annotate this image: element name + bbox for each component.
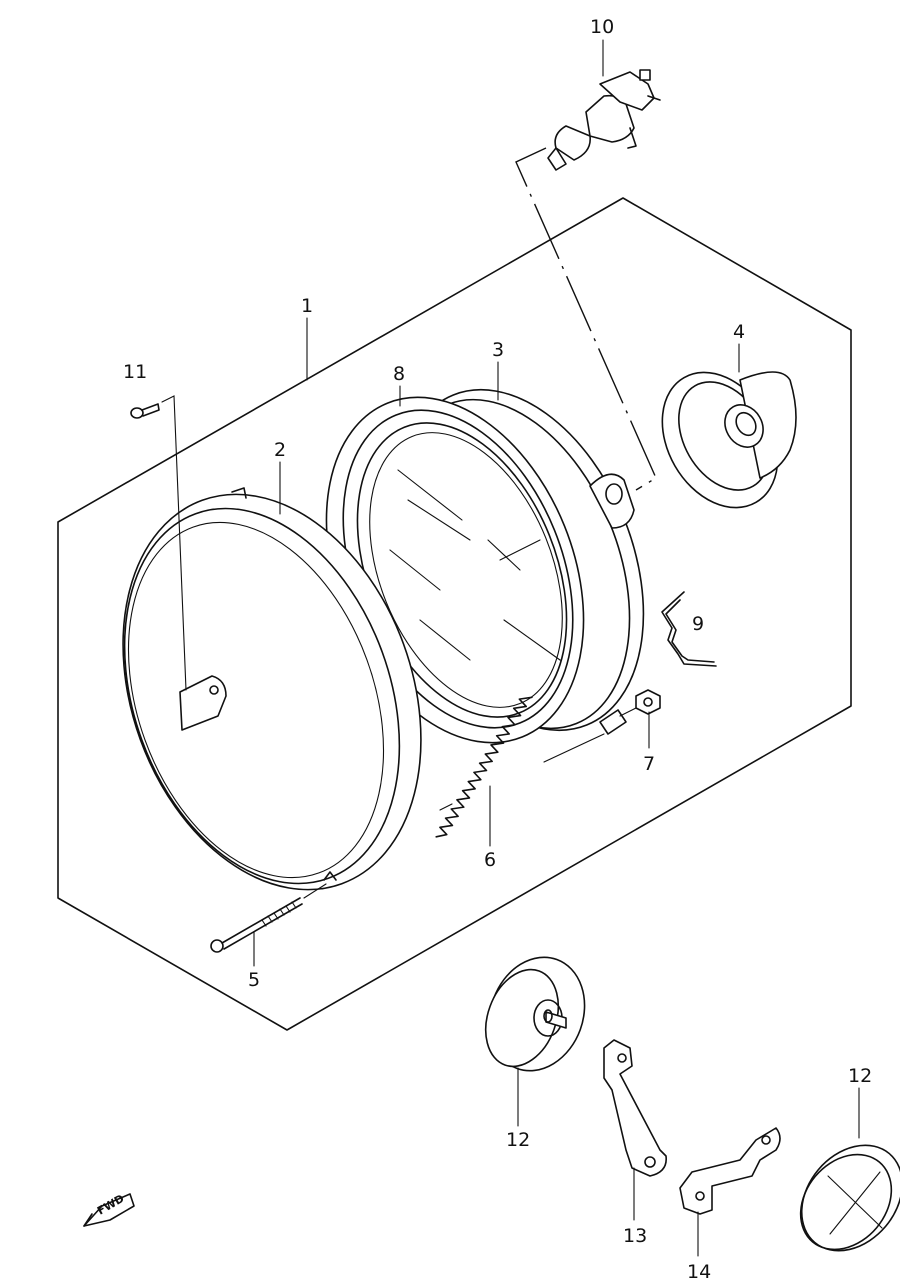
callout-8: 8 [393, 363, 405, 385]
spring-clip [661, 591, 717, 667]
screw-small [130, 395, 187, 691]
adjust-nut [619, 689, 661, 717]
adjust-bolt [210, 883, 327, 953]
callout-13: 13 [623, 1225, 647, 1247]
socket-cover [661, 371, 797, 509]
callout-3: 3 [492, 339, 504, 361]
callout-12-left: 12 [506, 1129, 530, 1151]
callout-5: 5 [248, 969, 260, 991]
forward-direction-arrow: FWD [83, 1192, 135, 1227]
callout-7: 7 [643, 753, 655, 775]
callout-12-right: 12 [848, 1065, 872, 1087]
leader-bulb [515, 147, 657, 491]
callout-10: 10 [590, 16, 614, 38]
bulb [547, 69, 661, 171]
headlamp-rim [122, 487, 422, 891]
callout-9: 9 [692, 613, 704, 635]
horn-left [484, 956, 586, 1072]
horn-bracket-13 [603, 1039, 667, 1177]
callout-14: 14 [687, 1261, 711, 1283]
callout-6: 6 [484, 849, 496, 871]
callout-11: 11 [123, 361, 147, 383]
callout-leaders [253, 39, 860, 1257]
adjust-spring [435, 696, 605, 838]
horn-bracket-14 [679, 1127, 781, 1215]
callout-2: 2 [274, 439, 286, 461]
horn-right [799, 1144, 900, 1252]
callout-4: 4 [733, 321, 745, 343]
callout-1: 1 [301, 295, 313, 317]
assembly-box-outline [57, 197, 852, 1031]
